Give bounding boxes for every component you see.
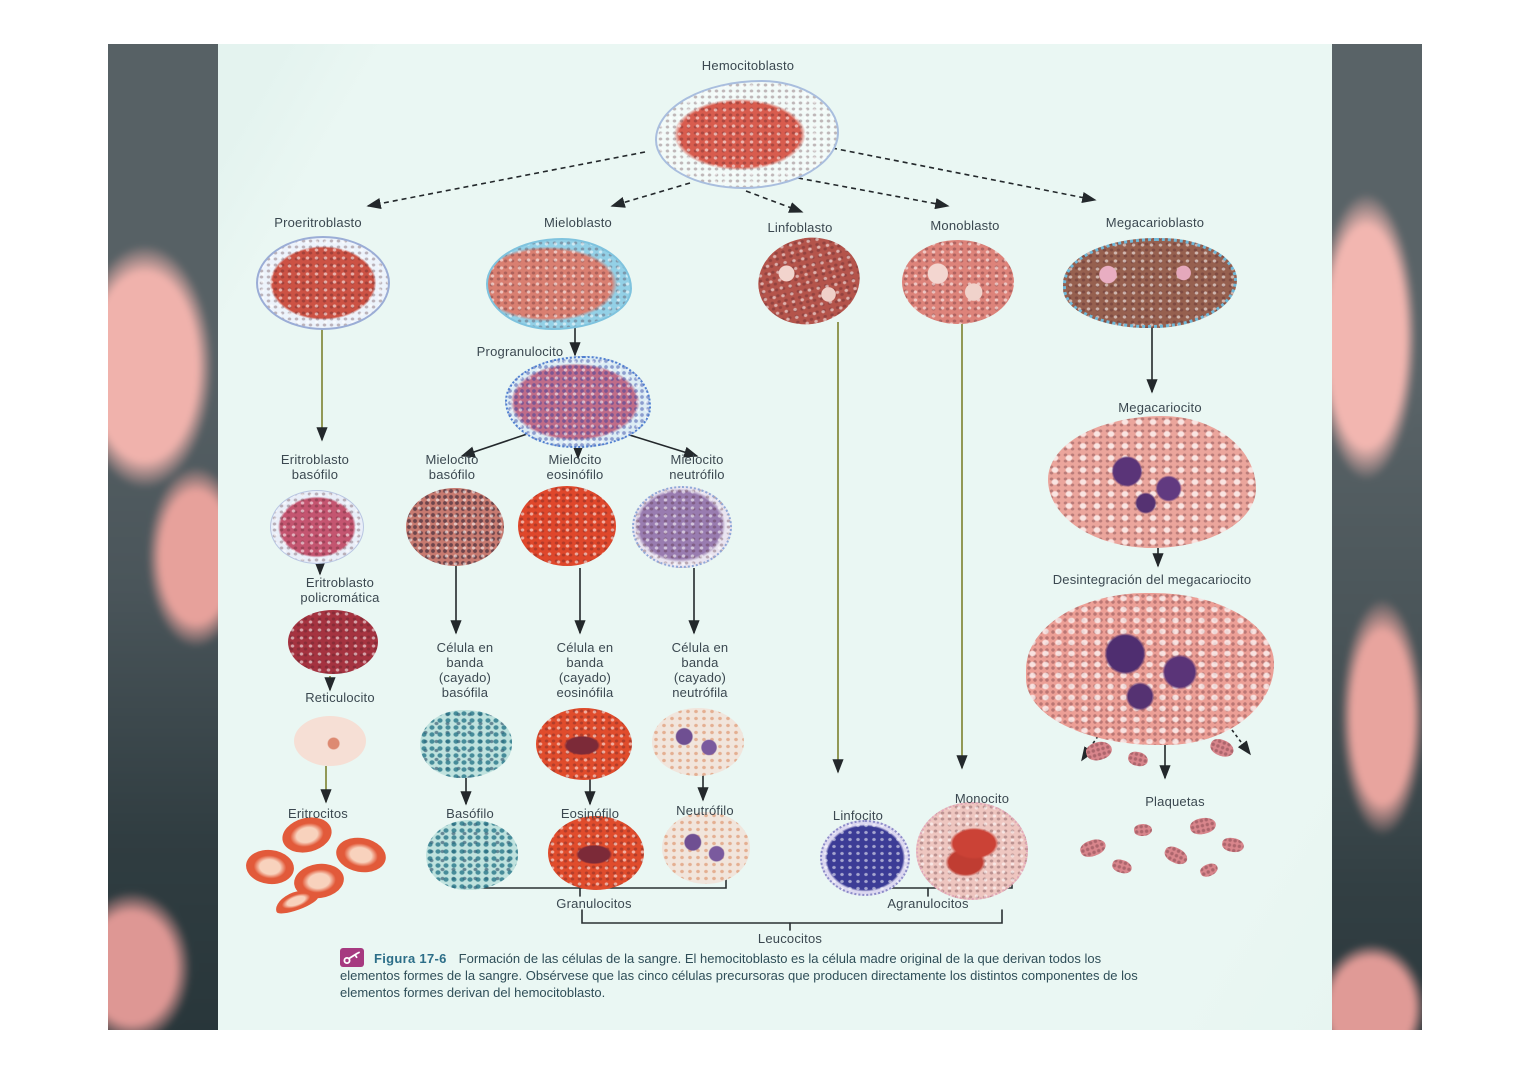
platelet <box>1198 860 1220 880</box>
cell-banda-eosinofila <box>536 708 632 780</box>
figure-caption-text: Formación de las células de la sangre. E… <box>340 951 1138 1000</box>
cell-banda-basofila <box>420 710 512 778</box>
cell-progranulocito <box>505 356 651 448</box>
label-desintegracion: Desintegración del megacariocito <box>1052 572 1252 587</box>
cell-monocito <box>916 802 1028 900</box>
cell-desintegracion <box>1026 593 1274 745</box>
label-progranulocito: Progranulocito <box>476 344 564 359</box>
label-mielocito-basofilo: Mielocito basófilo <box>425 452 479 482</box>
cell-basofilo <box>426 820 518 890</box>
platelet <box>1133 823 1153 837</box>
label-eritroblasto-basofilo: Eritroblasto basófilo <box>280 452 350 482</box>
platelet <box>1161 843 1191 868</box>
label-mieloblasto: Mieloblasto <box>544 215 612 230</box>
label-celula-banda-basofila: Célula en banda (cayado) basófila <box>436 640 494 700</box>
label-celula-banda-neutrofila: Célula en banda (cayado) neutrófila <box>671 640 729 700</box>
cell-eritroblasto-basofilo <box>270 490 364 564</box>
cell-proeritroblasto <box>256 236 390 330</box>
cell-eosinofilo <box>548 816 644 890</box>
cell-mielocito-eosinofilo <box>518 486 616 566</box>
blood-photo-left-image <box>108 44 220 1030</box>
cell-megacariocito <box>1048 416 1256 548</box>
label-monocito: Monocito <box>954 791 1010 806</box>
cell-reticulocito <box>294 716 366 766</box>
platelet <box>1110 857 1134 876</box>
label-eritrocitos: Eritrocitos <box>288 806 348 821</box>
eritrocitos-cells <box>244 812 404 917</box>
label-megacarioblasto: Megacarioblasto <box>1105 215 1205 230</box>
label-monoblasto: Monoblasto <box>930 218 1000 233</box>
label-celula-banda-eosinofila: Célula en banda (cayado) eosinófila <box>556 640 614 700</box>
cell-monoblasto <box>902 240 1014 324</box>
label-hemocitoblasto: Hemocitoblasto <box>701 58 795 73</box>
erythrocyte <box>244 847 296 887</box>
label-eosinofilo: Eosinófilo <box>560 806 620 821</box>
cell-mielocito-neutrofilo <box>632 486 732 568</box>
platelet <box>1221 836 1245 854</box>
label-linfocito: Linfocito <box>832 808 884 823</box>
label-megacariocito: Megacariocito <box>1118 400 1202 415</box>
cell-hemocitoblasto <box>655 80 839 189</box>
label-agranulocitos: Agranulocitos <box>887 896 969 911</box>
erythrocyte <box>333 833 389 877</box>
cell-neutrofilo <box>662 812 750 884</box>
blood-photo-right-strip <box>1332 44 1422 1030</box>
label-leucocitos: Leucocitos <box>757 931 823 946</box>
plaquetas-cells <box>1072 810 1272 892</box>
blood-photo-right-image <box>1332 44 1422 1030</box>
label-basofilo: Basófilo <box>446 806 494 821</box>
cell-megacarioblasto <box>1063 238 1237 328</box>
label-linfoblasto: Linfoblasto <box>767 220 833 235</box>
key-icon <box>340 948 364 967</box>
cell-mielocito-basofilo <box>406 488 504 566</box>
cell-mieloblasto <box>486 238 632 330</box>
label-proeritroblasto: Proeritroblasto <box>274 215 362 230</box>
label-mielocito-eosinofilo: Mielocito eosinófilo <box>546 452 604 482</box>
label-plaquetas: Plaquetas <box>1145 794 1205 809</box>
platelet <box>1188 815 1218 837</box>
blood-photo-left-strip <box>108 44 220 1030</box>
label-mielocito-neutrofilo: Mielocito neutrófilo <box>669 452 725 482</box>
cell-eritroblasto-policromatica <box>288 610 378 674</box>
cell-banda-neutrofila <box>652 708 744 776</box>
label-eritroblasto-policromatica: Eritroblasto policromática <box>300 575 380 605</box>
platelet <box>1078 836 1108 860</box>
label-granulocitos: Granulocitos <box>556 896 632 911</box>
figure-number: Figura 17-6 <box>374 951 447 966</box>
cell-linfocito <box>820 820 910 896</box>
label-reticulocito: Reticulocito <box>305 690 375 705</box>
label-neutrofilo: Neutrófilo <box>676 803 734 818</box>
